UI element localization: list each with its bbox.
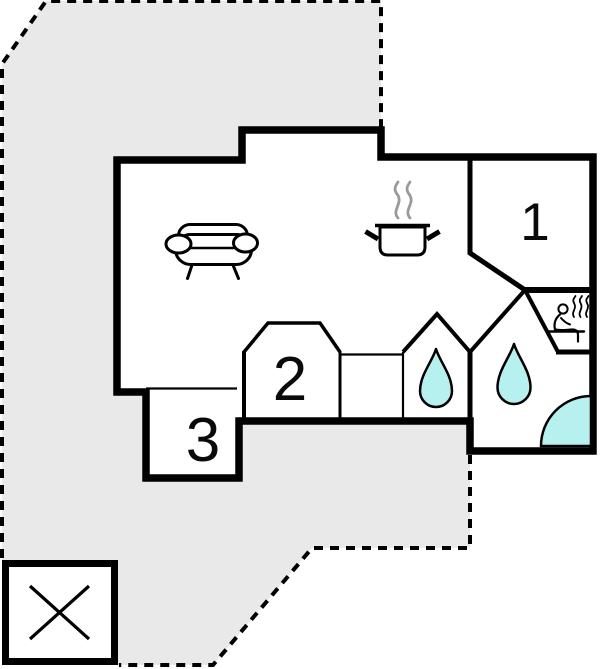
- wall-bathroom-peak-left: [468, 288, 527, 354]
- wall-shower-peak: [401, 310, 472, 354]
- pot-handle-right: [425, 229, 441, 242]
- wall-room1-left: [467, 157, 527, 293]
- pot-body: [378, 225, 427, 257]
- sauna-person-leg: [553, 328, 580, 343]
- steam-icon: [405, 180, 413, 220]
- sauna-steam-icon: [572, 295, 577, 318]
- sofa-icon: [164, 223, 259, 280]
- steam-icon: [393, 180, 401, 220]
- sauna-person-head: [557, 303, 569, 315]
- room2-label: 2: [273, 345, 307, 414]
- plot-boundary-bottom-right: [119, 455, 472, 667]
- water-drop-icon: [418, 347, 454, 409]
- sauna-person-icon: [547, 295, 590, 343]
- room1-label: 1: [520, 193, 549, 252]
- house-outline: [113, 126, 597, 482]
- plot-area: [2, 1, 470, 665]
- cooking-pot-with-steam-icon: [364, 180, 441, 257]
- sauna-person-body: [553, 313, 562, 331]
- interior-walls: [146, 157, 593, 421]
- room3-label: 3: [186, 406, 220, 475]
- pot-handle-left: [364, 229, 380, 242]
- water-drop-icon: [496, 342, 532, 406]
- sauna-steam-icon: [578, 295, 583, 318]
- sofa-armrest-right: [232, 232, 259, 254]
- wall-room2-top: [242, 321, 342, 354]
- sofa-leg-left: [186, 263, 194, 280]
- sauna-steam-icon: [585, 295, 590, 318]
- sofa-leg-right: [231, 263, 240, 280]
- crossed-square-icon: [2, 560, 118, 665]
- plot-boundary-left-top: [0, 0, 383, 558]
- sauna-person-arm: [560, 317, 571, 326]
- x-mark-icon: [28, 584, 91, 641]
- sofa-armrest-left: [164, 233, 193, 255]
- quarter-circle-shower-icon: [539, 394, 593, 448]
- wall-sauna-left: [523, 289, 560, 353]
